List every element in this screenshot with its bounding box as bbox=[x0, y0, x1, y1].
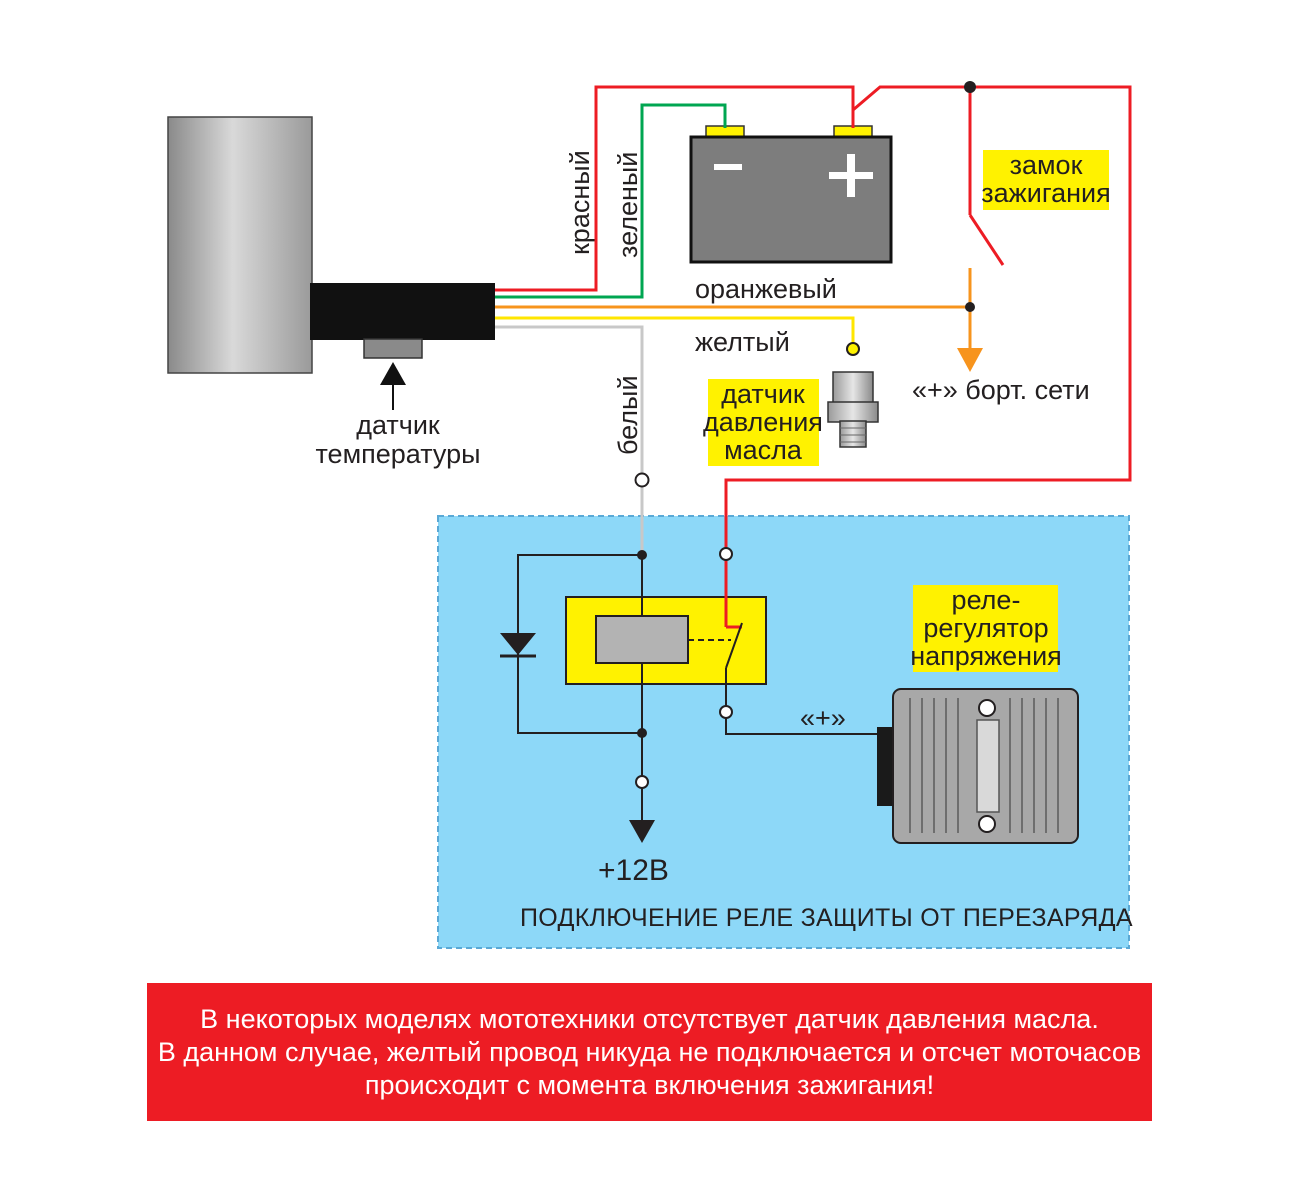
voltage-regulator bbox=[877, 688, 1079, 844]
label-temp-sensor-1: датчик bbox=[356, 410, 440, 440]
label-12v: +12В bbox=[598, 854, 669, 887]
ignition-switch-blade bbox=[968, 214, 1005, 266]
label-plus: «+» bbox=[800, 703, 846, 733]
ignition-label-bg bbox=[983, 150, 1109, 210]
gauge-harness bbox=[310, 283, 495, 340]
label-oil-3: масла bbox=[724, 435, 803, 465]
label-regulator-1: реле- bbox=[952, 585, 1021, 615]
label-ignition-1: замок bbox=[1010, 150, 1083, 180]
battery bbox=[689, 125, 893, 264]
label-orange-wire: оранжевый bbox=[695, 274, 837, 304]
panel-caption: ПОДКЛЮЧЕНИЕ РЕЛЕ ЗАЩИТЫ ОТ ПЕРЕЗАРЯДА bbox=[520, 904, 1133, 932]
plus12-arrow bbox=[629, 820, 655, 843]
yellow-wire bbox=[495, 316, 855, 343]
label-regulator-2: регулятор bbox=[923, 613, 1048, 643]
label-white-wire: белый bbox=[613, 375, 643, 455]
label-yellow-wire: желтый bbox=[695, 327, 790, 357]
diode-icon bbox=[500, 633, 536, 655]
oil-label-bg bbox=[708, 379, 819, 466]
warning-note: В некоторых моделях мототехники отсутств… bbox=[147, 983, 1152, 1121]
note-line-1: В некоторых моделях мототехники отсутств… bbox=[200, 1004, 1099, 1034]
label-oil-1: датчик bbox=[721, 379, 805, 409]
label-ignition-2: зажигания bbox=[981, 178, 1110, 208]
temperature-sensor bbox=[363, 338, 423, 359]
label-temp-sensor-2: температуры bbox=[315, 439, 480, 469]
oil-pressure-sensor bbox=[827, 342, 879, 448]
label-onboard: «+» борт. сети bbox=[912, 375, 1090, 405]
regulator-label-bg bbox=[913, 585, 1058, 672]
note-line-2: В данном случае, желтый провод никуда не… bbox=[157, 1037, 1142, 1067]
label-green-wire: зеленый bbox=[613, 152, 643, 258]
protection-relay bbox=[500, 547, 900, 843]
note-line-3: происходит с момента включения зажигания… bbox=[364, 1070, 935, 1100]
ignition-feed-wire bbox=[724, 85, 1132, 548]
onboard-arrow bbox=[957, 348, 983, 372]
gauge-body bbox=[167, 116, 313, 374]
battery-minus-icon bbox=[714, 164, 742, 170]
label-red-wire: красный bbox=[565, 150, 595, 255]
battery-plus-icon bbox=[829, 154, 873, 197]
temperature-sensor-arrow bbox=[380, 362, 406, 410]
green-wire bbox=[495, 103, 727, 299]
label-oil-2: давления bbox=[703, 407, 823, 437]
red-wire bbox=[495, 85, 855, 292]
label-regulator-3: напряжения bbox=[910, 641, 1062, 671]
white-wire bbox=[495, 325, 644, 474]
